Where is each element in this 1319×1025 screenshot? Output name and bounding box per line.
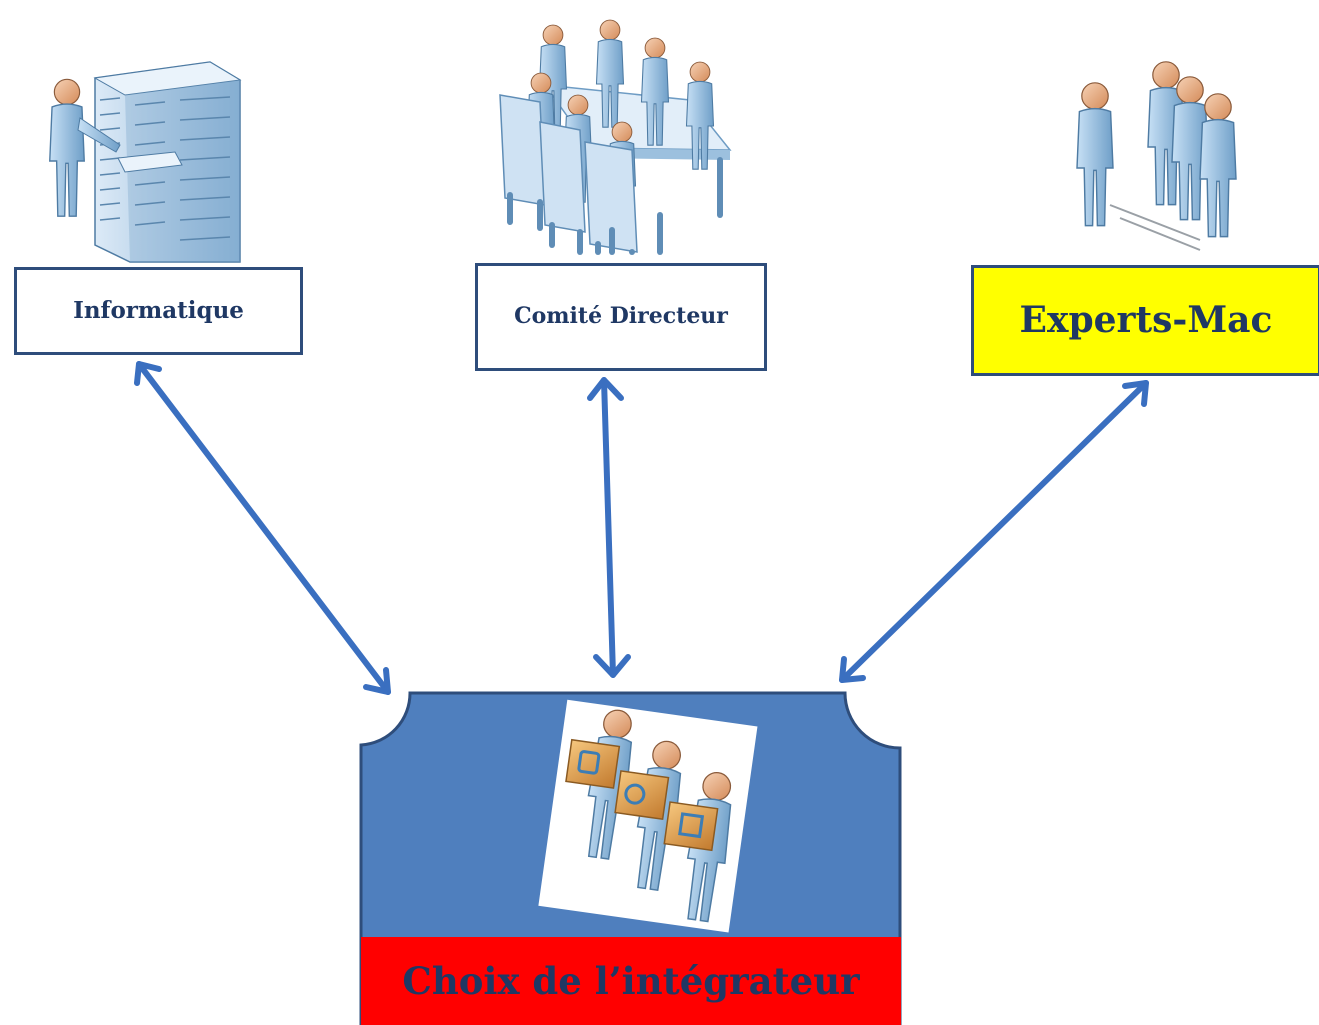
arrow-informatique	[136, 361, 391, 695]
expert-group-icon	[1076, 61, 1237, 251]
arrow-comite	[601, 377, 616, 678]
server-admin-person-icon	[49, 61, 242, 263]
arrow-experts	[839, 380, 1149, 683]
informatique-label: Informatique	[73, 297, 244, 325]
people-carrying-boxes-icon	[538, 699, 758, 933]
experts-label: Experts-Mac	[1019, 299, 1273, 342]
result-label: Choix de l’intégrateur	[402, 959, 860, 1003]
connector-arrows	[134, 361, 1149, 695]
comite-label: Comité Directeur	[514, 303, 728, 330]
boardroom-meeting-icon	[499, 19, 732, 255]
informatique-box: Informatique	[14, 267, 303, 355]
comite-box: Comité Directeur	[475, 263, 767, 371]
result-label-bar: Choix de l’intégrateur	[361, 937, 901, 1025]
experts-box: Experts-Mac	[971, 265, 1319, 376]
